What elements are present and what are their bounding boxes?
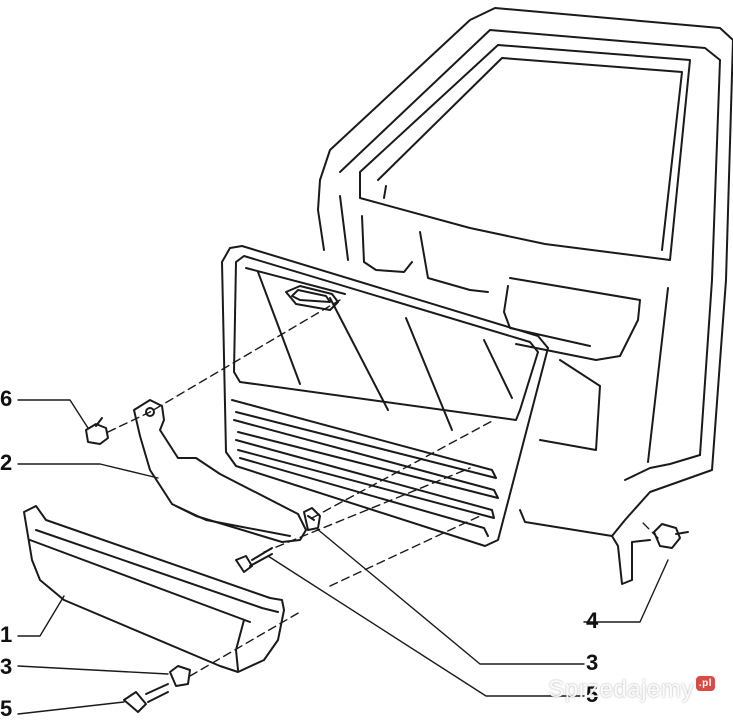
callout-4: 4 — [586, 608, 599, 633]
door-frame — [317, 7, 733, 585]
watermark: Sprzedajemy.pl — [548, 676, 715, 704]
callout-6: 6 — [0, 386, 13, 411]
part-4-clip — [653, 523, 689, 549]
callout-3-upper: 3 — [586, 650, 599, 675]
part-3-clip-lower — [169, 665, 191, 687]
callout-3-lower: 3 — [0, 654, 13, 679]
watermark-badge: .pl — [695, 676, 715, 691]
callout-2: 2 — [0, 450, 13, 475]
callout-5-upper: 5 — [586, 682, 599, 707]
watermark-text: Sprzedajemy — [548, 676, 694, 703]
callout-1: 1 — [0, 622, 13, 647]
leader-lines — [17, 399, 669, 715]
part-5-screw-lower — [123, 683, 169, 713]
trim-panel — [221, 245, 549, 547]
part-3-clip-upper — [303, 507, 321, 531]
part-6-clip — [85, 417, 109, 445]
part-1-door-pocket — [23, 505, 285, 673]
callout-5-lower: 5 — [0, 696, 13, 721]
assembly-lines — [107, 299, 659, 677]
part-2-armrest — [133, 399, 307, 543]
